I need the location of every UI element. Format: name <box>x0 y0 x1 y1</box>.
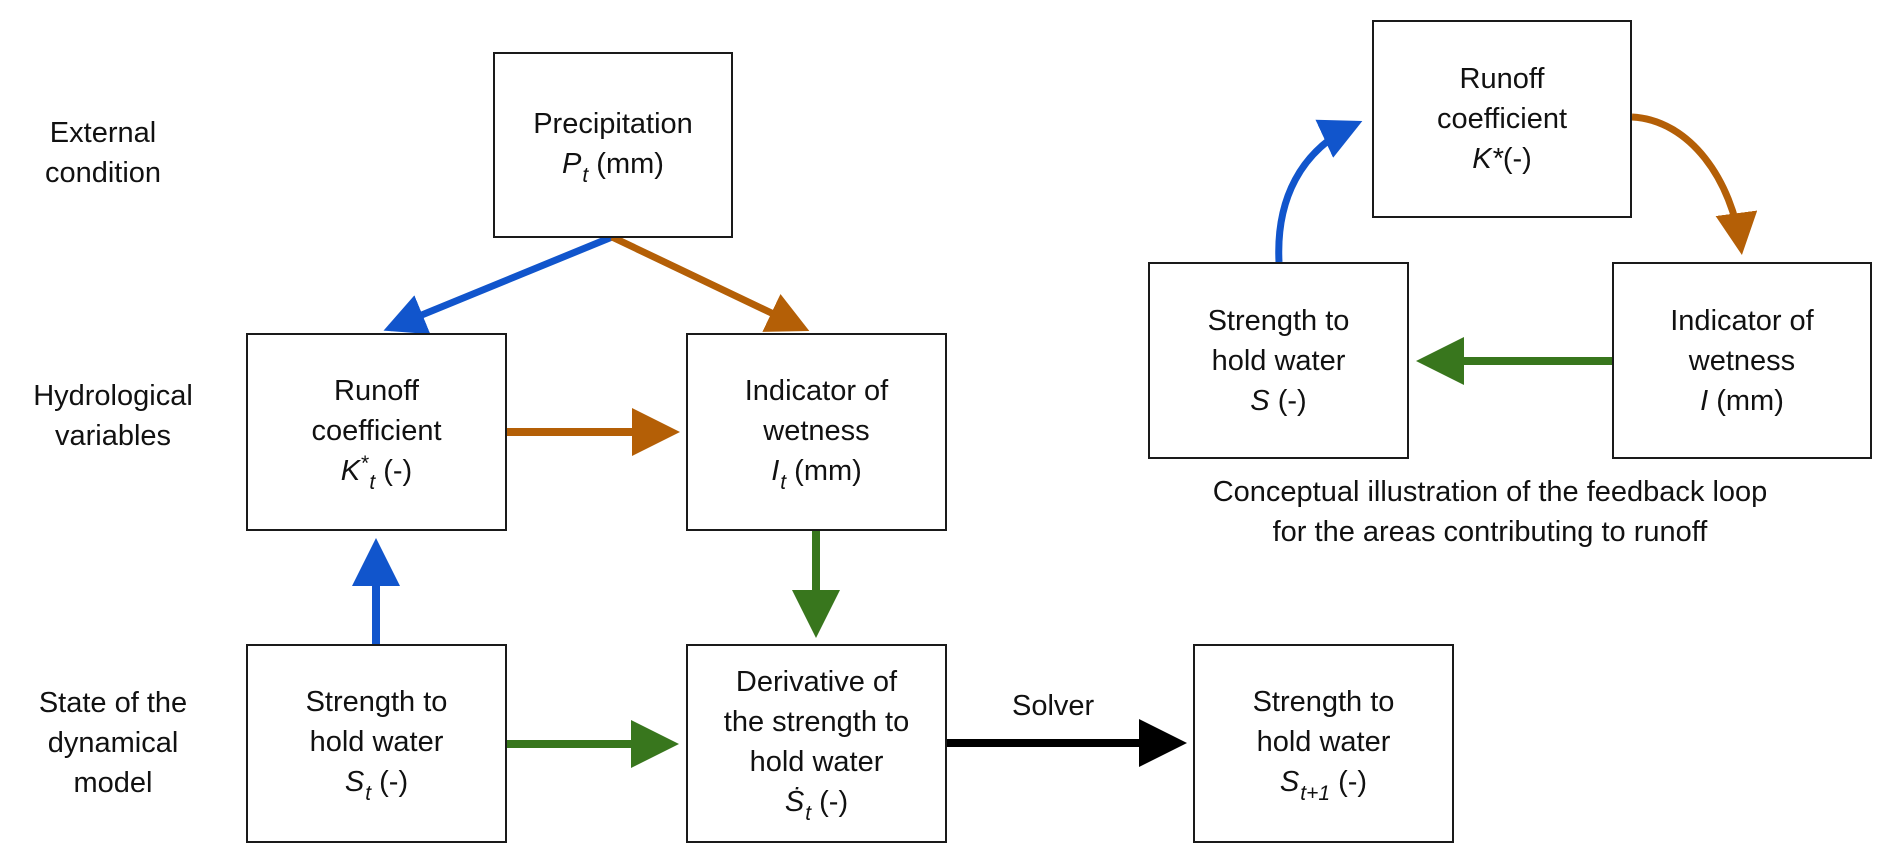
subscript: t <box>582 163 589 187</box>
symbol: S <box>1250 384 1270 417</box>
node-text: Runoff <box>1459 63 1545 95</box>
loop-node-indicator: Indicator of wetness I (mm) <box>1612 262 1872 459</box>
symbol: I <box>1700 384 1709 417</box>
node-text: Strength to <box>305 686 448 718</box>
node-text: Strength to <box>1252 686 1395 718</box>
node-variable: S (-) <box>1250 381 1306 421</box>
symbol: S <box>344 766 365 798</box>
arrow-precip-to-runoff <box>383 233 614 335</box>
node-text: wetness <box>763 414 870 447</box>
node-runoff-coefficient: Runoff coefficient K*t (-) <box>246 333 507 531</box>
caption-line: Conceptual illustration of the feedback … <box>1212 476 1768 508</box>
symbol: K* <box>1472 143 1503 175</box>
unit: (mm) <box>1716 384 1784 417</box>
symbol: S <box>1279 766 1300 798</box>
symbol: Ṡ <box>784 786 805 818</box>
node-variable: Ṡt (-) <box>785 782 848 825</box>
row-label-line: condition <box>44 157 162 189</box>
row-label-line: variables <box>54 420 172 452</box>
row-label-line: model <box>73 767 153 799</box>
node-variable: I (mm) <box>1700 381 1784 421</box>
unit: (-) <box>1502 143 1532 175</box>
node-derivative: Derivative of the strength to hold water… <box>686 644 947 843</box>
loop-caption: Conceptual illustration of the feedback … <box>1140 472 1840 552</box>
loop-arrow-strength-to-runoff <box>1275 119 1363 263</box>
node-variable: St (-) <box>345 762 408 805</box>
caption-line: for the areas contributing to runoff <box>1272 516 1708 548</box>
node-text: Indicator of <box>1670 304 1814 337</box>
node-text: Strength to <box>1207 304 1350 337</box>
row-label-hydrological: Hydrological variables <box>3 376 223 456</box>
node-variable: K*(-) <box>1472 139 1532 179</box>
unit: (-) <box>379 766 409 798</box>
node-text: hold water <box>1211 344 1346 377</box>
row-label-state: State of the dynamical model <box>13 683 213 803</box>
unit: (-) <box>819 786 849 818</box>
edge-label-solver: Solver <box>1012 690 1095 722</box>
subscript: t+1 <box>1300 782 1331 805</box>
row-label-line: dynamical <box>47 727 179 759</box>
subscript: t <box>780 470 787 494</box>
node-precipitation: Precipitation Pt (mm) <box>493 52 733 238</box>
node-text: coefficient <box>311 414 442 447</box>
unit: (mm) <box>596 147 664 180</box>
symbol: I <box>771 454 780 487</box>
node-variable: Pt (mm) <box>562 144 664 187</box>
superscript: * <box>360 451 369 475</box>
node-text: hold water <box>1256 726 1391 758</box>
row-label-line: External <box>49 117 157 149</box>
node-text: Indicator of <box>744 374 889 407</box>
node-text: Derivative of <box>735 666 898 698</box>
unit: (-) <box>1338 766 1368 798</box>
subscript: t <box>365 782 372 805</box>
subscript: t <box>369 470 376 494</box>
node-strength-to-hold-water: Strength to hold water St (-) <box>246 644 507 843</box>
unit: (-) <box>1277 384 1307 417</box>
loop-node-strength: Strength to hold water S (-) <box>1148 262 1409 459</box>
symbol: P <box>562 147 582 180</box>
node-indicator-of-wetness: Indicator of wetness It (mm) <box>686 333 947 531</box>
node-text: the strength to <box>723 706 910 738</box>
node-variable: K*t (-) <box>341 451 412 494</box>
loop-node-runoff-coefficient: Runoff coefficient K*(-) <box>1372 20 1632 218</box>
node-text: Runoff <box>334 374 419 407</box>
node-strength-next: Strength to hold water St+1 (-) <box>1193 644 1454 843</box>
node-text: Precipitation <box>533 107 693 140</box>
row-label-external: External condition <box>13 113 193 193</box>
node-text: coefficient <box>1436 103 1568 135</box>
node-text: hold water <box>749 746 884 778</box>
arrow-precip-to-indicator <box>610 233 810 332</box>
row-label-line: Hydrological <box>33 380 193 412</box>
node-text: wetness <box>1688 344 1796 377</box>
unit: (-) <box>383 454 413 487</box>
node-text: hold water <box>309 726 444 758</box>
loop-arrow-runoff-to-indicator <box>1631 113 1758 255</box>
row-label-line: State of the <box>38 687 188 719</box>
symbol: K <box>340 454 361 487</box>
unit: (mm) <box>794 454 862 487</box>
node-variable: It (mm) <box>771 451 862 494</box>
node-variable: St+1 (-) <box>1280 762 1367 805</box>
subscript: t <box>805 802 812 825</box>
